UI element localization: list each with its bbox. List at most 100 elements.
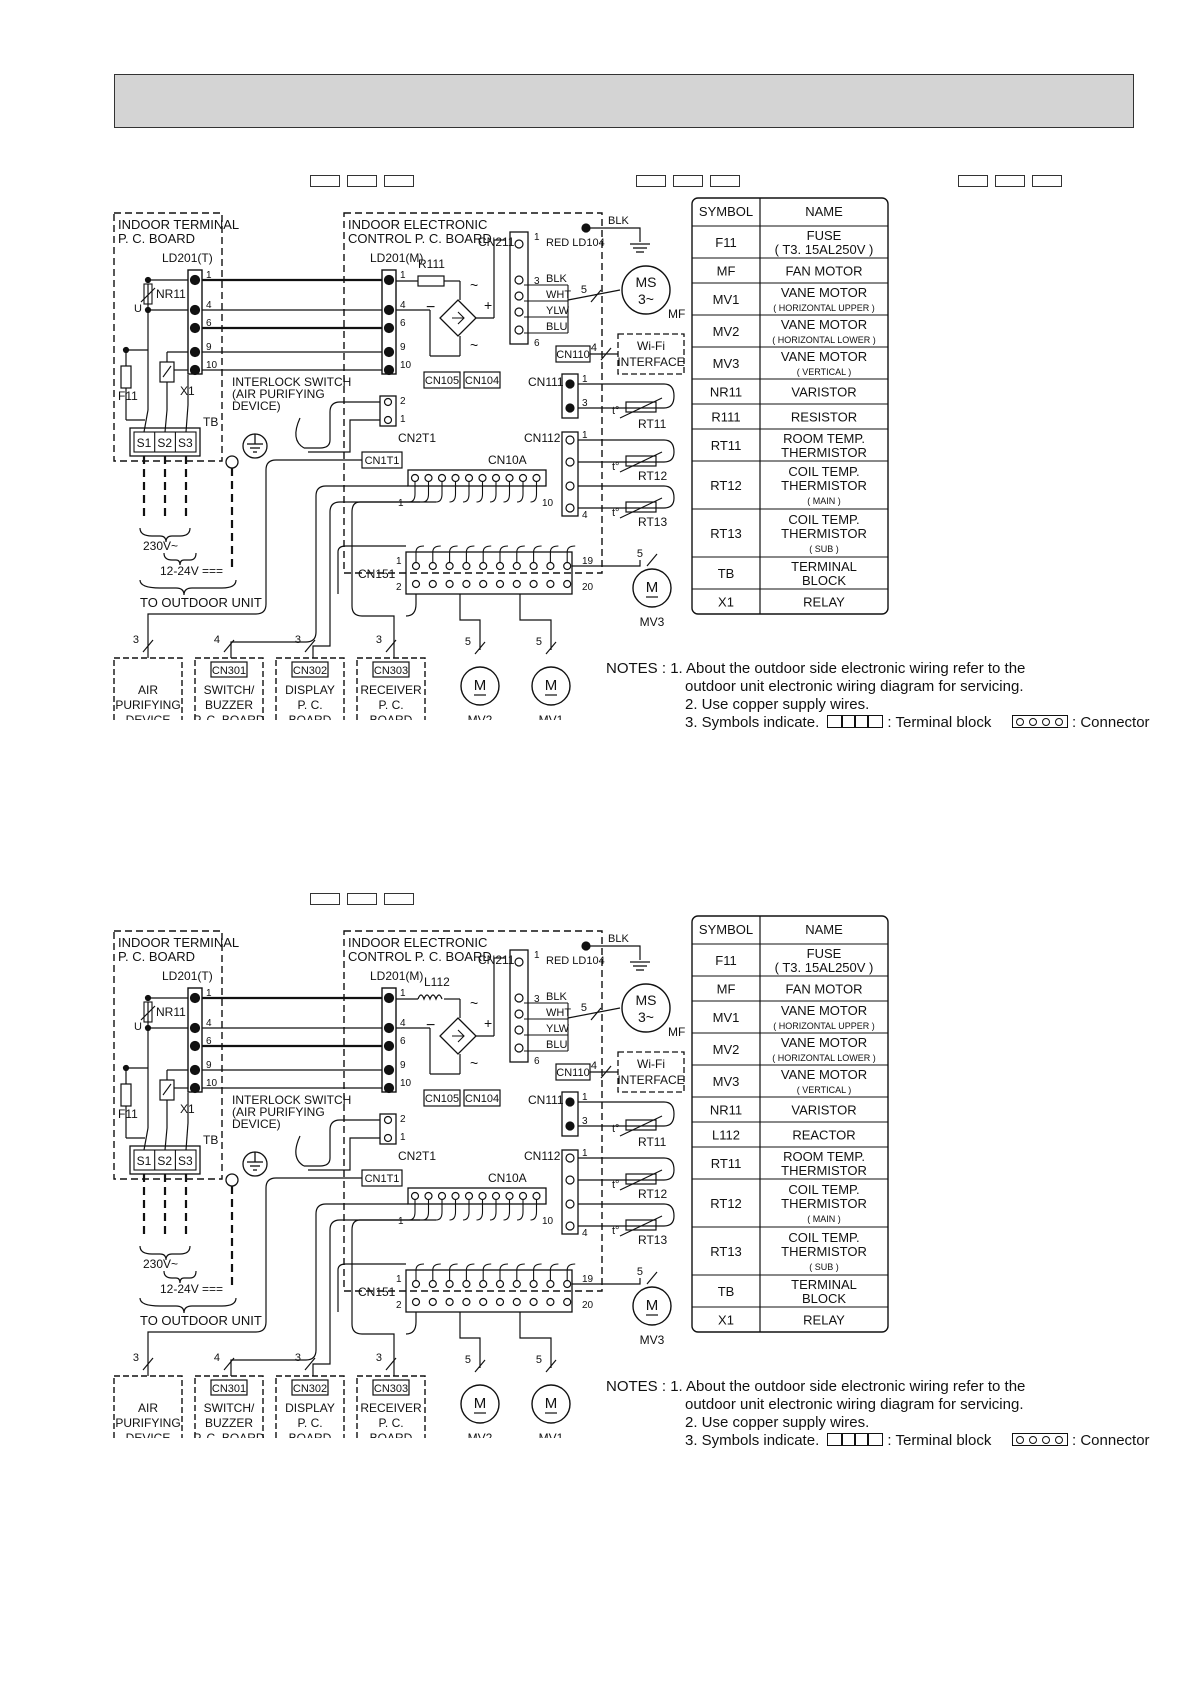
ld201m-pin: [383, 1040, 395, 1052]
table-symbol: F11: [715, 235, 736, 250]
cn111-pin: [565, 1121, 575, 1131]
cn10a-lead: [408, 482, 416, 503]
rt12-label: RT12: [638, 1187, 667, 1201]
cn151-lead: [465, 545, 475, 562]
cn105-label: CN105: [425, 1093, 459, 1105]
cn151-pin: [479, 561, 488, 571]
ld201t-pin: [189, 304, 201, 316]
table-name: RELAY: [803, 1313, 845, 1328]
cn110-label: CN110: [556, 1067, 589, 1079]
cn10a-lead: [503, 482, 511, 503]
varistor-symbol: [140, 1002, 156, 1022]
cn10a-pin: [451, 473, 460, 483]
cn10a-lead: [422, 1200, 430, 1221]
cn151-lead: [499, 545, 509, 562]
fan-lead: [567, 289, 621, 301]
pin-number: 6: [534, 1056, 540, 1067]
model-boxes-2: [636, 174, 747, 187]
thermistor-lead: [578, 383, 675, 409]
brace: [139, 1297, 237, 1314]
terminal-block-legend: : Terminal block: [887, 1432, 992, 1449]
device-wire: [405, 594, 417, 617]
ac-mark: ~: [470, 995, 478, 1011]
cn110-label: CN110: [556, 349, 589, 361]
indoor-terminal-board-label: INDOOR TERMINAL: [118, 217, 239, 232]
thermistor-arrow: [619, 451, 663, 473]
wire-count-mark: [646, 553, 658, 567]
wire-color-ylw: YLW: [546, 305, 570, 317]
cn211-pin: [514, 993, 524, 1003]
table-symbol: RT13: [710, 526, 742, 541]
cn104-connector: [463, 371, 501, 389]
wifi-label: Wi-Fi: [637, 1057, 665, 1071]
table-symbol: TB: [718, 566, 735, 581]
pin-number: 2: [400, 1114, 406, 1125]
pin-number: 1: [400, 988, 406, 999]
pin-number: 1: [400, 270, 406, 281]
cn211-pin: [514, 307, 524, 317]
cn151-pin: [462, 1279, 471, 1289]
cn151-lead: [465, 1263, 475, 1280]
table-symbol: R111: [711, 410, 740, 425]
minus-mark: −: [426, 299, 435, 316]
thermistor-lead: [578, 1157, 675, 1181]
cn112-pin: [565, 503, 575, 513]
cn151-pin: [495, 579, 505, 589]
cn151-wire: [337, 1263, 406, 1312]
cn151-pin: [462, 1297, 471, 1307]
cn151-lead: [482, 1263, 492, 1280]
brace: [163, 1270, 197, 1284]
cn151-pin: [428, 1279, 437, 1289]
cn151-pin: [495, 1297, 505, 1307]
cn151-pin: [529, 1279, 538, 1289]
notes: NOTES : 1. About the outdoor side electr…: [606, 660, 1166, 732]
cn151-pin: [512, 1297, 521, 1307]
connector-legend: : Connector: [1072, 1432, 1150, 1449]
cn112-pin: [565, 481, 575, 491]
supply-label-230v: 230V~: [143, 539, 178, 553]
wire-color-blu: BLU: [546, 321, 567, 333]
pin-number: 1: [400, 414, 406, 425]
cn151-lead: [432, 1263, 441, 1280]
thermistor-arrow: [619, 497, 663, 519]
device-label: P. C.: [378, 698, 403, 712]
thermistor-lead: [578, 1101, 675, 1127]
wire-color-blu: BLU: [546, 1039, 567, 1051]
cn151-lead: [533, 545, 542, 562]
cn151-wire: [337, 545, 406, 594]
cn151-pin: [529, 579, 538, 589]
cn151-pin: [479, 1297, 488, 1307]
thermistor-lead: [578, 1203, 675, 1227]
junction: [122, 1064, 130, 1072]
table-outline: [691, 915, 889, 1333]
device-connector-label: CN302: [293, 1383, 327, 1395]
cn151-pin: [546, 1279, 555, 1289]
table-name: REACTOR: [792, 1128, 855, 1143]
cn151-pin: [512, 561, 521, 571]
cn151-lead: [415, 1263, 425, 1280]
mv3-wire-count: 5: [637, 1266, 643, 1278]
wire-count-mark: [385, 1357, 397, 1371]
device-label: P. C. BOARD: [193, 1431, 264, 1438]
wire-color-blk: BLK: [546, 991, 567, 1003]
wire-count-mark: [600, 347, 612, 361]
device-label: DISPLAY: [285, 1401, 335, 1415]
table-symbol: MV1: [713, 1010, 740, 1025]
device-connector-label: CN301: [212, 1383, 246, 1395]
ld201m-pin: [383, 1064, 395, 1076]
ld201m-pin: [383, 274, 395, 286]
cn211-pin: [514, 1009, 524, 1019]
cn151-lead: [449, 545, 458, 562]
fan-wire-count: 5: [581, 284, 587, 296]
cn211-pin: [514, 1025, 524, 1035]
cn10a-lead: [408, 1200, 416, 1221]
wire: [143, 1127, 149, 1151]
table-name: FUSE: [807, 228, 842, 243]
model-boxes-3: [958, 174, 1069, 187]
pin-number: 4: [206, 1018, 212, 1029]
cn151-pin: [546, 561, 555, 571]
cn10a-pin: [437, 473, 447, 483]
cn10a-pin: [478, 1191, 487, 1201]
cn105-connector: [423, 371, 461, 389]
